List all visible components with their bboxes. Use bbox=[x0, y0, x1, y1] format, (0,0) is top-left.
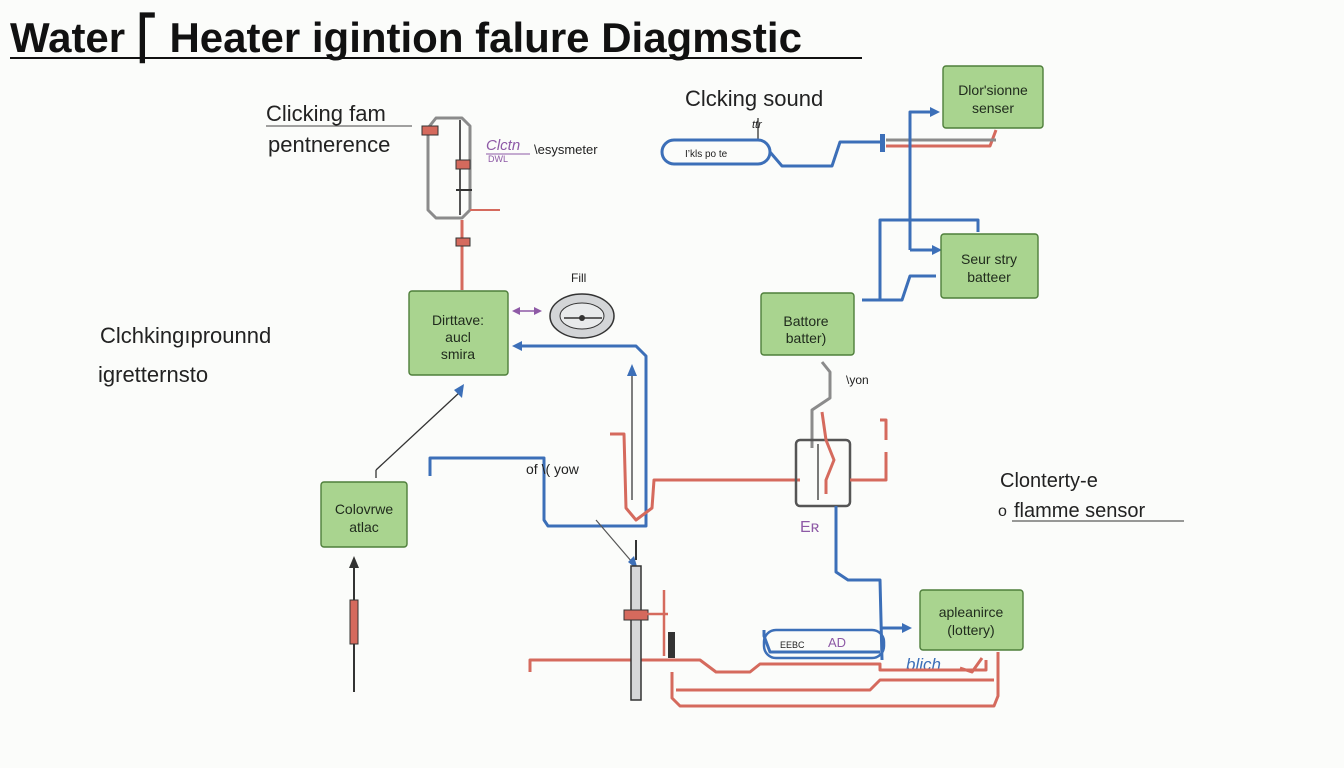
label-ad: AD bbox=[828, 635, 846, 650]
label-yesysmeter: \esysmeter bbox=[534, 142, 598, 157]
box-seur-line2: batteer bbox=[967, 269, 1011, 285]
label-clicking-fam: Clicking fam bbox=[266, 101, 386, 126]
red-pipe-assembly bbox=[820, 411, 836, 494]
box-dirttave bbox=[408, 290, 509, 376]
label-dwl: DWL bbox=[488, 154, 508, 164]
label-clctn: Clctn bbox=[486, 137, 520, 154]
label-clchking-prounnd: Clchkingıprounnd bbox=[100, 323, 271, 348]
box-dlor-sionne bbox=[942, 65, 1044, 129]
box-apleanirce-line1: apleanirce bbox=[939, 604, 1004, 620]
blue-pipe-down bbox=[834, 506, 884, 661]
red-line-to-dlor bbox=[886, 129, 998, 148]
box-seur-line1: Seur stry bbox=[961, 251, 1017, 267]
rod-body bbox=[630, 565, 642, 701]
red-pipe-right-stub bbox=[850, 452, 888, 482]
box-battore bbox=[760, 292, 855, 356]
label-flame-prefix: o bbox=[998, 503, 1007, 520]
box-dirttave-line3: smira bbox=[441, 346, 475, 362]
blue-pipe-to-apleanirce bbox=[762, 630, 880, 654]
arrowhead-center-up bbox=[627, 364, 637, 376]
assembly-frame bbox=[794, 438, 852, 508]
probe-red-section bbox=[349, 599, 359, 645]
rod-side-block bbox=[668, 632, 675, 658]
label-clonterty-e: Clonterty-e bbox=[1000, 470, 1098, 492]
box-dlor-line1: Dlor'sionne bbox=[958, 82, 1028, 98]
valve-clip-mid bbox=[455, 159, 471, 170]
label-pentnerence: pentnerence bbox=[268, 132, 390, 157]
label-fill: Fill bbox=[571, 271, 586, 285]
box-dirttave-line1: Dirttave: bbox=[432, 312, 484, 328]
label-clicking-sound: Clcking sound bbox=[685, 86, 823, 111]
bottom-capsule bbox=[762, 628, 886, 660]
label-of-yow: of \( yow bbox=[526, 461, 580, 477]
box-dlor-line2: senser bbox=[972, 100, 1014, 116]
blue-arrow-to-dlor bbox=[908, 110, 932, 250]
blue-loop-seur-lower bbox=[880, 274, 936, 302]
probe-tip bbox=[349, 556, 359, 568]
box-seur-stry bbox=[940, 233, 1039, 299]
valve-clip-top bbox=[421, 125, 439, 136]
blue-tube-to-right bbox=[768, 140, 882, 168]
pipe-clip-lower bbox=[455, 237, 471, 247]
arrowhead-dirttave bbox=[512, 341, 522, 351]
gauge-hub bbox=[579, 315, 585, 321]
gray-pipe-von bbox=[810, 361, 832, 448]
box-battore-line1: Battore bbox=[783, 313, 828, 329]
arrowhead-dirttave-bottom bbox=[454, 384, 464, 398]
arrowhead-seur bbox=[932, 245, 942, 255]
box-dirttave-line2: aucl bbox=[445, 329, 471, 345]
arrowhead-apleanirce bbox=[902, 623, 912, 633]
pointer-colovrwe-to-dirttave bbox=[375, 391, 461, 471]
double-arrow-right-head bbox=[534, 307, 542, 315]
label-von: \yon bbox=[846, 373, 869, 387]
blue-loop-seur bbox=[862, 218, 980, 302]
red-tick-top bbox=[880, 418, 888, 440]
red-bottom-lower bbox=[670, 652, 1000, 708]
red-bottom-mid bbox=[676, 678, 994, 692]
red-bottom-main bbox=[528, 658, 988, 674]
box-apleanirce bbox=[919, 589, 1024, 651]
box-battore-line2: batter) bbox=[786, 330, 826, 346]
gray-valve-pipe bbox=[426, 116, 472, 220]
label-eebc: EEBC bbox=[780, 640, 805, 650]
label-tube-text: I’kls po te bbox=[685, 149, 728, 160]
tube-coupler bbox=[880, 134, 885, 152]
label-igretternsto: igretternsto bbox=[98, 362, 208, 387]
box-apleanirce-line2: (lottery) bbox=[947, 622, 994, 638]
label-flamme-sensor: flamme sensor bbox=[1014, 500, 1145, 522]
box-colovrwe bbox=[320, 481, 408, 548]
blue-loop-center bbox=[428, 344, 648, 528]
diagram-title: Water ⎡ Heater igintion falure Diagmstic bbox=[10, 12, 802, 64]
double-arrow-left-head bbox=[512, 307, 520, 315]
label-er: Eʀ bbox=[800, 519, 820, 536]
box-colovrwe-line2: atlac bbox=[349, 519, 379, 535]
arrowhead-dlor bbox=[930, 107, 940, 117]
box-colovrwe-line1: Colovrwe bbox=[335, 501, 394, 517]
rod-arrow-line bbox=[595, 519, 633, 563]
